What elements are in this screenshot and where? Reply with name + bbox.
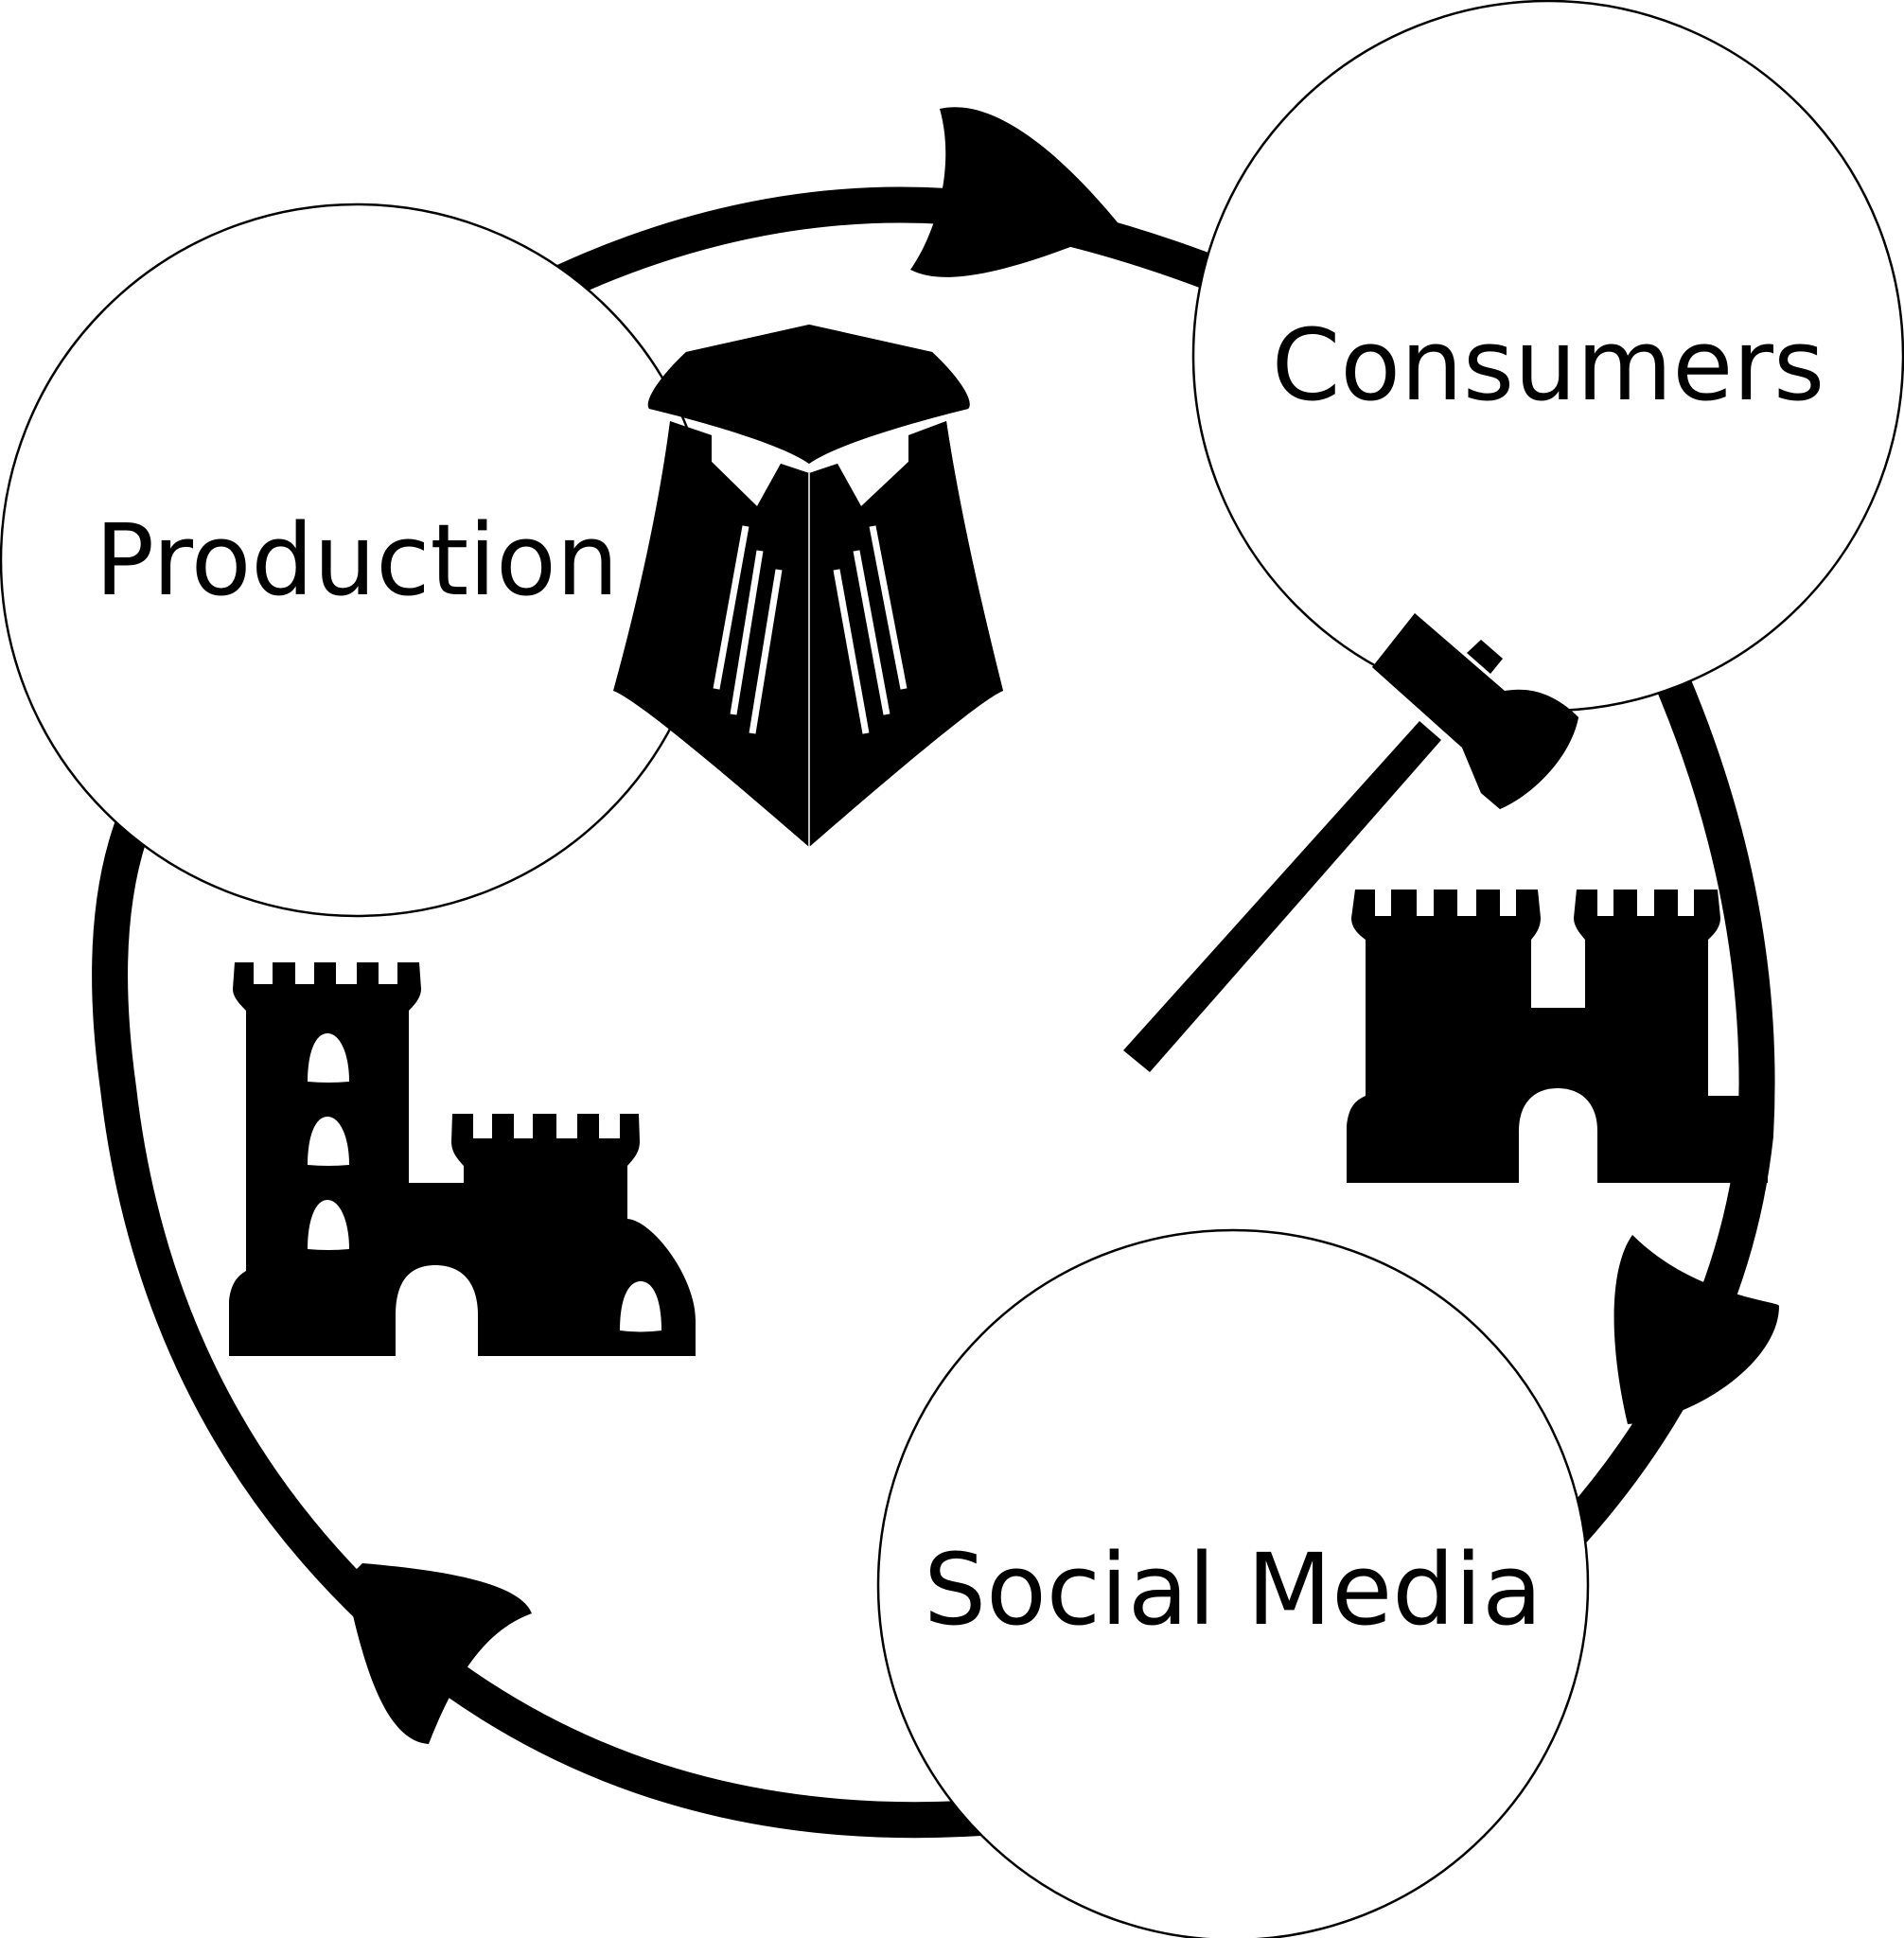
fortress-icon bbox=[1347, 890, 1768, 1183]
consumers-label: Consumers bbox=[1272, 308, 1825, 423]
node-production: Production bbox=[0, 203, 714, 918]
social-media-label: Social Media bbox=[924, 1532, 1543, 1647]
social-media-circle bbox=[876, 1228, 1590, 1938]
judge-robe-overlay bbox=[613, 325, 1003, 847]
node-consumers: Consumers bbox=[1191, 0, 1904, 713]
arrowhead-to-consumers bbox=[910, 107, 1121, 277]
arrowhead-to-social-media bbox=[1613, 1235, 1779, 1424]
arrowhead-to-production bbox=[345, 1563, 532, 1744]
node-social-media: Social Media bbox=[876, 1228, 1590, 1938]
castle-icon bbox=[229, 962, 696, 1356]
production-label: Production bbox=[95, 502, 618, 618]
arrow-production-to-consumers bbox=[540, 107, 1247, 306]
gavel-head-overlay bbox=[1372, 613, 1578, 809]
arrow-social-media-to-production bbox=[92, 806, 996, 1839]
